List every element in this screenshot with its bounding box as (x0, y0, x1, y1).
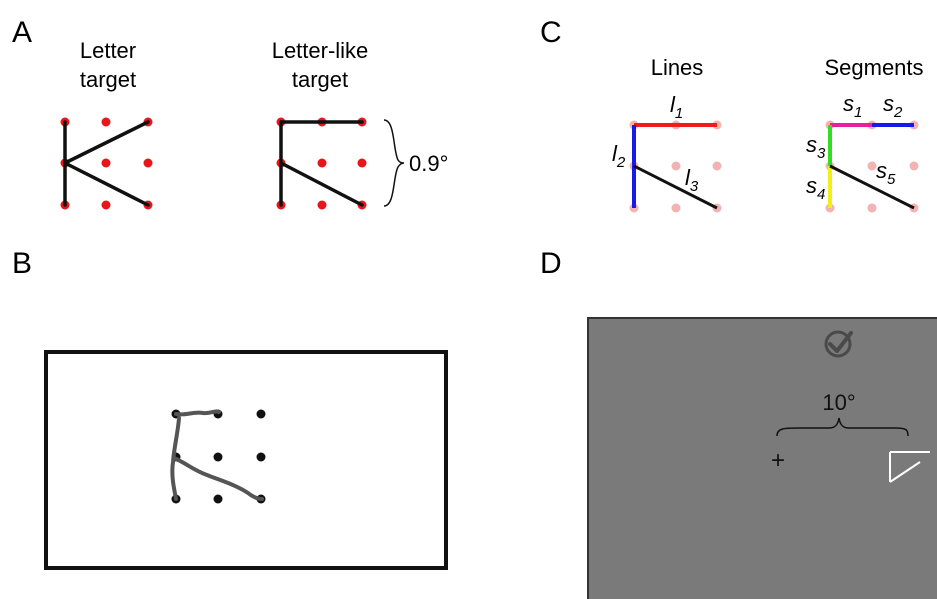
trace-diagonal-stroke (172, 456, 264, 501)
check-circle-ring (824, 330, 852, 358)
grid-dot (101, 117, 111, 127)
distance-label: 10° (822, 390, 855, 415)
grid-dot (867, 161, 877, 171)
panel-c-letter: C (540, 16, 562, 49)
letter-target-title-line2: target (80, 67, 136, 92)
grid-dot (671, 203, 681, 213)
scale-brace (383, 119, 405, 207)
lines-diagram: l1 l2 l3 (612, 92, 722, 213)
panel-b-letter: B (12, 247, 32, 280)
handwritten-trace (170, 409, 264, 501)
letter-target-strokes (63, 120, 150, 207)
label-l3: l3 (685, 165, 699, 195)
grid-dot (143, 158, 153, 168)
stimulus-screen (587, 317, 937, 599)
k-lower-diagonal-stroke (63, 161, 150, 207)
diagonal-stroke (279, 161, 364, 207)
label-s2: s2 (883, 91, 903, 121)
check-mark (828, 331, 853, 353)
grid-dot (317, 200, 327, 210)
segment-s5 (829, 164, 915, 210)
trace-top-stroke (174, 409, 221, 417)
lines-faded-dots (629, 120, 722, 213)
grid-dot (712, 161, 722, 171)
grid-dot (357, 158, 367, 168)
letter-like-target-strokes (279, 120, 364, 207)
grid-dot (317, 158, 327, 168)
label-s5: s5 (876, 158, 896, 188)
panel-a-letter: A (12, 16, 32, 49)
label-s1: s1 (843, 91, 862, 121)
k-upper-diagonal-stroke (63, 120, 150, 165)
label-s4: s4 (806, 173, 825, 203)
trace-vertical-stroke (170, 416, 181, 501)
grid-dot (213, 494, 223, 504)
panel-d-letter: D (540, 247, 562, 280)
drawing-screen (44, 350, 448, 570)
letter-like-target-glyph (276, 117, 367, 210)
grid-dot (101, 158, 111, 168)
letter-like-target-title-line2: target (292, 67, 348, 92)
grid-dot (256, 409, 266, 419)
grid-dot (256, 452, 266, 462)
fixation-cross: + (771, 447, 785, 474)
scale-label: 0.9° (409, 151, 448, 176)
segments-diagram: s1 s2 s3 s4 s5 (806, 91, 919, 213)
grid-dot (909, 161, 919, 171)
grid-dot (213, 452, 223, 462)
line-l3 (633, 164, 718, 210)
segments-faded-dots (825, 120, 919, 213)
label-l1: l1 (670, 92, 683, 122)
grid-dot (867, 203, 877, 213)
peripheral-stimulus (889, 451, 930, 483)
letter-like-target-title-line1: Letter-like (272, 38, 369, 63)
letter-target-glyph (60, 117, 153, 210)
letter-target-title-line1: Letter (80, 38, 136, 63)
check-circle-icon (824, 330, 853, 358)
label-s3: s3 (806, 132, 826, 162)
label-l2: l2 (612, 141, 626, 171)
letter-target-dots (60, 117, 153, 210)
grid-dot (101, 200, 111, 210)
stimulus-diagonal-stroke (889, 461, 921, 483)
distance-brace (776, 417, 909, 437)
lines-title: Lines (651, 55, 704, 80)
letter-like-target-dots (276, 117, 367, 210)
segments-title: Segments (824, 55, 923, 80)
grid-dot (671, 161, 681, 171)
